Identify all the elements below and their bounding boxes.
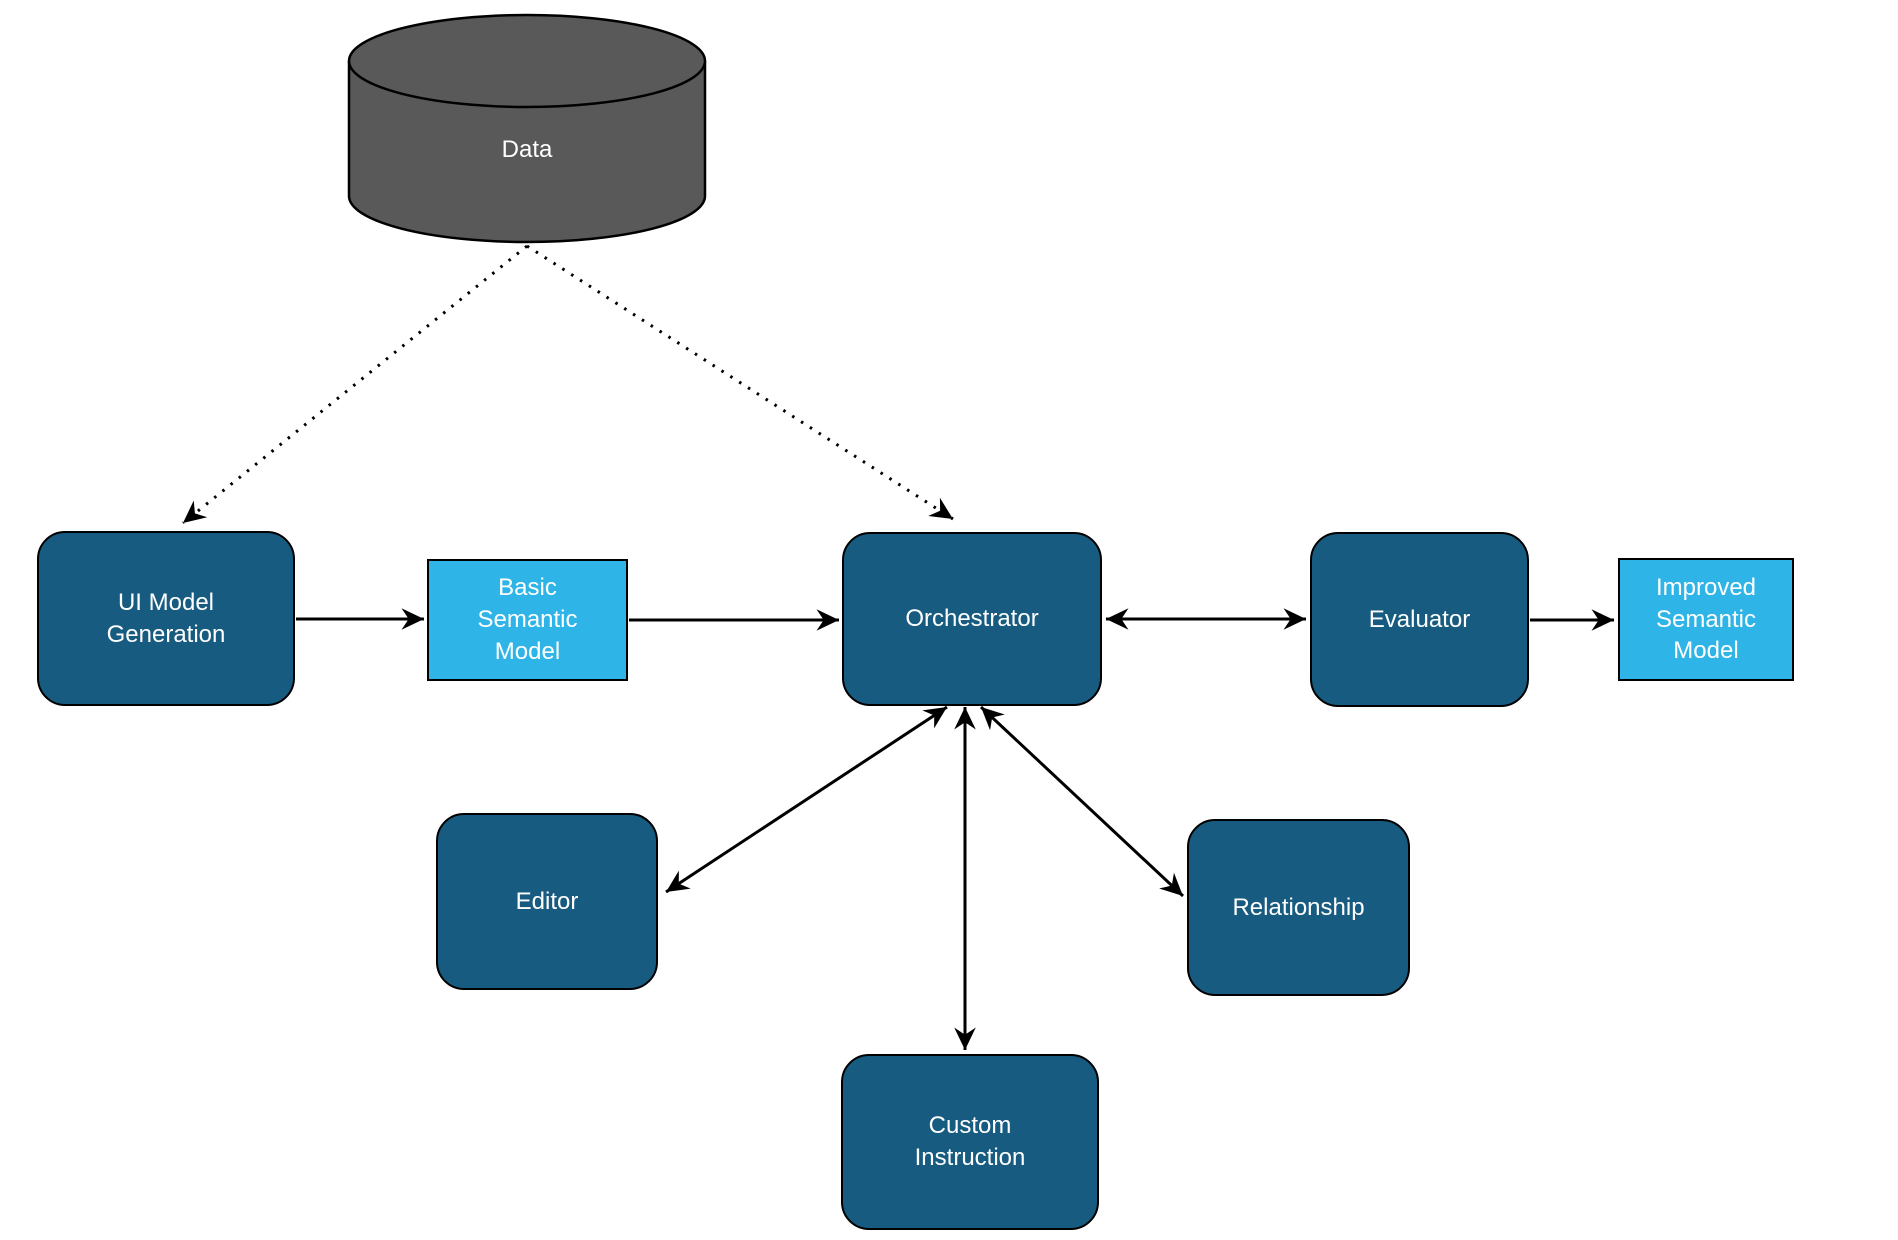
node-relationship: Relationship [1187,819,1410,996]
node-editor: Editor [436,813,658,990]
node-data: Data [501,136,553,163]
datastore-cylinder [347,13,707,244]
node-ui-model-generation: UI Model Generation [37,531,295,706]
node-custom-instruction: Custom Instruction [841,1054,1099,1230]
edge-data-to-orchestrator [526,244,954,521]
node-evaluator: Evaluator [1310,532,1529,707]
node-orchestrator: Orchestrator [842,532,1102,706]
node-improved-semantic-model: Improved Semantic Model [1618,558,1794,681]
edge-orchestrator-to-relationship [979,705,1185,898]
edge-data-to-ui-model-generation [182,244,528,525]
edge-orchestrator-to-editor [665,705,948,894]
node-basic-semantic-model: Basic Semantic Model [427,559,628,681]
